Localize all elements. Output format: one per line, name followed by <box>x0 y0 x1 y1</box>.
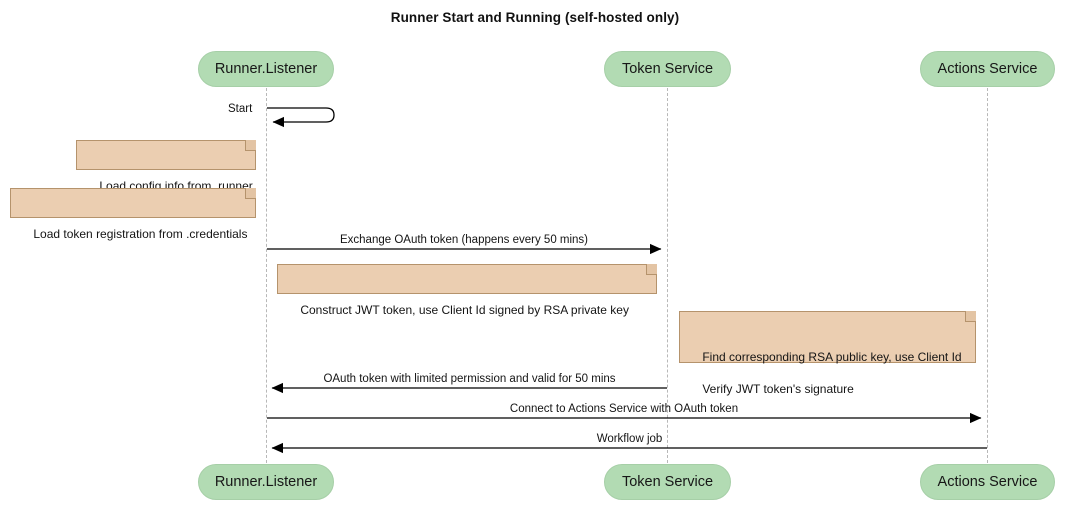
note-construct-jwt: Construct JWT token, use Client Id signe… <box>277 264 657 317</box>
participant-actions-service-bottom[interactable]: Actions Service <box>920 464 1055 500</box>
note-text: Construct JWT token, use Client Id signe… <box>300 303 629 317</box>
note-fold-corner-icon <box>245 140 256 151</box>
participant-token-service-top[interactable]: Token Service <box>604 51 731 87</box>
note-fold-corner-icon <box>646 264 657 275</box>
message-arrow-start <box>267 107 335 128</box>
participant-label: Token Service <box>621 474 714 490</box>
participant-label: Token Service <box>621 61 714 77</box>
note-text: Load token registration from .credential… <box>33 227 248 241</box>
lifeline-actions-service <box>987 88 988 463</box>
note-load-config: Load config info from .runner <box>76 140 256 193</box>
lifeline-runner-listener <box>266 88 267 463</box>
note-fold-corner-icon <box>965 311 976 322</box>
note-verify-jwt: Find corresponding RSA public key, use C… <box>679 311 976 396</box>
note-text-line1: Find corresponding RSA public key, use C… <box>702 350 962 364</box>
note-load-token-registration: Load token registration from .credential… <box>10 188 256 241</box>
participant-label: Actions Service <box>937 474 1038 490</box>
participant-token-service-bottom[interactable]: Token Service <box>604 464 731 500</box>
participant-label: Runner.Listener <box>214 474 318 490</box>
message-label-connect-actions: Connect to Actions Service with OAuth to… <box>509 403 739 415</box>
participant-runner-listener-bottom[interactable]: Runner.Listener <box>198 464 334 500</box>
participant-label: Actions Service <box>937 61 1038 77</box>
lifeline-token-service <box>667 88 668 463</box>
page-title: Runner Start and Running (self-hosted on… <box>390 10 680 25</box>
participant-label: Runner.Listener <box>214 61 318 77</box>
participant-runner-listener-top[interactable]: Runner.Listener <box>198 51 334 87</box>
participant-actions-service-top[interactable]: Actions Service <box>920 51 1055 87</box>
message-label-exchange-oauth: Exchange OAuth token (happens every 50 m… <box>339 234 589 246</box>
message-label-oauth-token: OAuth token with limited permission and … <box>323 373 616 385</box>
message-label-start: Start <box>228 103 253 115</box>
note-fold-corner-icon <box>245 188 256 199</box>
message-label-workflow-job: Workflow job <box>596 433 663 445</box>
note-text-line2: Verify JWT token's signature <box>702 382 854 396</box>
